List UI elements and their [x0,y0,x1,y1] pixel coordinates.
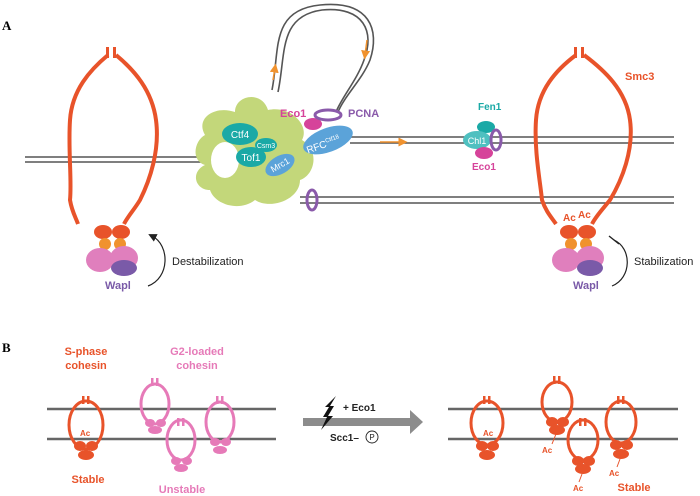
pcna-ring-lower [305,188,319,212]
tof1-label: Tof1 [242,153,261,164]
ac-label-2: Ac [578,210,591,221]
orange-arrow-up [269,63,279,81]
stable-label-right: Stable [617,482,650,494]
phospho-circle-icon [365,430,379,444]
wapl-label-right: Wapl [573,280,599,292]
chl1-blob [463,131,491,149]
eco1-label-mid: Eco1 [472,162,496,173]
ac-label-r1: Ac [483,429,494,438]
transition-arrow [303,410,423,434]
wapl-label-left: Wapl [105,280,131,292]
pcna-label: PCNA [348,108,379,120]
fen1-label: Fen1 [478,102,502,113]
dna-duplex-upper-left [25,156,212,163]
stable-cohesin-1 [469,396,505,460]
stable-label-left: Stable [71,474,104,486]
eco1-blob-top [304,118,322,130]
ctf4-blob [222,123,258,145]
mrc1-blob [265,153,295,177]
destabilization-arrow [147,234,166,287]
stabilization-arrow [611,239,628,287]
eco1-label-top: Eco1 [280,108,306,120]
g2-cohesin-3 [204,396,236,454]
smc3-label: Smc3 [625,71,654,83]
stable-cohesin-2 [540,376,574,435]
destabilization-label: Destabilization [172,256,244,268]
dna-lines-b-left [47,407,276,441]
ac-label-b-left: Ac [80,429,91,438]
panel-a-letter: A [2,18,12,33]
g2-cohesin-2 [165,418,197,472]
pcna-ring-mid [489,128,503,152]
cohesin-ring-right [533,47,633,276]
orange-arrow-down [361,39,371,60]
cohesin-ring-left [67,47,159,276]
eco1-blob-mid [475,147,493,159]
fen1-blob [477,121,495,133]
ac-label-r4: Ac [609,469,620,478]
stable-cohesin-3 [566,418,600,474]
unstable-label: Unstable [159,484,205,496]
phospho-label: P [369,433,374,442]
stabilization-bar [608,235,620,245]
ac-label-r2: Ac [542,446,553,455]
ctf4-label: Ctf4 [231,130,250,141]
dna-duplex-lower-right [300,196,674,204]
pcna-ring-top [313,108,343,122]
g2-label-2: cohesin [176,360,218,372]
csm3-blob [255,138,277,152]
sphase-label-1: S-phase [65,346,108,358]
ac-label-r3: Ac [573,484,584,493]
g2-label-1: G2-loaded [170,346,224,358]
panel-b-letter: B [2,340,11,355]
ac-label-1: Ac [563,213,576,224]
sphase-cohesin [67,396,105,460]
lightning-bolt-icon [321,396,336,430]
stable-cohesin-4 [604,396,638,459]
sphase-label-2: cohesin [65,360,107,372]
stabilization-label: Stabilization [634,256,693,268]
g2-cohesin-1 [139,378,171,434]
dna-lines-b-right [448,407,678,441]
arrow-top-label: + Eco1 [343,403,376,414]
csm3-label: Csm3 [257,143,275,150]
chl1-label: Chl1 [468,136,487,146]
dna-lagging-loop [271,3,375,113]
tof1-blob [236,147,266,167]
arrow-bottom-label: Scc1– [330,433,359,444]
rfc-blob [303,125,353,155]
